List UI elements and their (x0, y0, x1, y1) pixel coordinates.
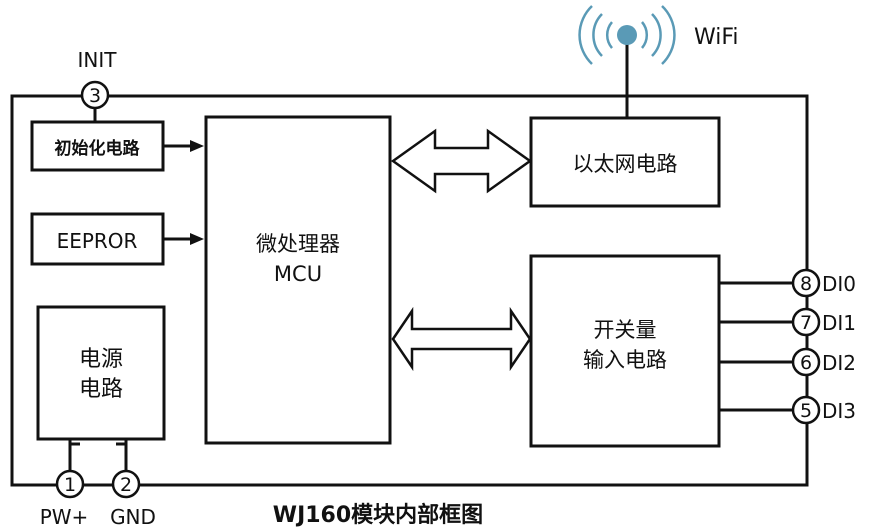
power-label-line2: 电路 (79, 377, 123, 402)
pin-6-number: 6 (800, 352, 812, 374)
wifi-label: WiFi (694, 25, 739, 50)
pin-5-circle (791, 395, 821, 425)
power-label-line1: 电源 (79, 347, 123, 372)
mcu-ethernet-double-arrow (390, 128, 533, 194)
switch-input-label-line1: 开关量 (594, 318, 657, 342)
pin-1-circle (55, 469, 85, 499)
pin-3-circle (80, 80, 110, 110)
pin-5-number: 5 (800, 400, 812, 422)
diagram-caption: WJ160模块内部框图 (273, 502, 483, 528)
pin-6-label: DI2 (822, 351, 856, 375)
init-to-mcu-arrow (163, 140, 204, 152)
pin-2-label: GND (110, 505, 156, 529)
eeprom-to-mcu-arrow (163, 233, 204, 245)
pin-8-number: 8 (800, 273, 812, 295)
switch-input-block (529, 254, 721, 448)
power-block (36, 305, 166, 441)
init-circuit-label: 初始化电路 (55, 138, 141, 159)
mcu-label-line2: MCU (274, 262, 322, 286)
mcu-label-line1: 微处理器 (256, 232, 340, 256)
pin-3-label: INIT (78, 48, 118, 72)
wifi-antenna-icon (578, 5, 676, 118)
pin-8-circle (791, 268, 821, 298)
eeprom-label: EEPROR (57, 229, 138, 253)
pin-7-number: 7 (800, 312, 812, 334)
pin-7-circle (791, 307, 821, 337)
pin-2-number: 2 (120, 474, 132, 496)
init-circuit-block (30, 120, 165, 172)
pin-8-label: DI0 (822, 272, 856, 296)
mcu-switch-input-double-arrow (391, 306, 532, 372)
pin-6-circle (791, 347, 821, 377)
ethernet-block (529, 116, 721, 208)
mcu-block (204, 115, 392, 445)
ethernet-label: 以太网电路 (573, 152, 678, 176)
switch-input-label-line2: 输入电路 (583, 348, 667, 372)
pin-2-circle (111, 469, 141, 499)
pin-1-number: 1 (64, 474, 76, 496)
pin-5-label: DI3 (822, 399, 856, 423)
pin-7-label: DI1 (822, 311, 856, 335)
pin-1-label: PW+ (40, 505, 89, 529)
pin-3-number: 3 (89, 85, 101, 107)
